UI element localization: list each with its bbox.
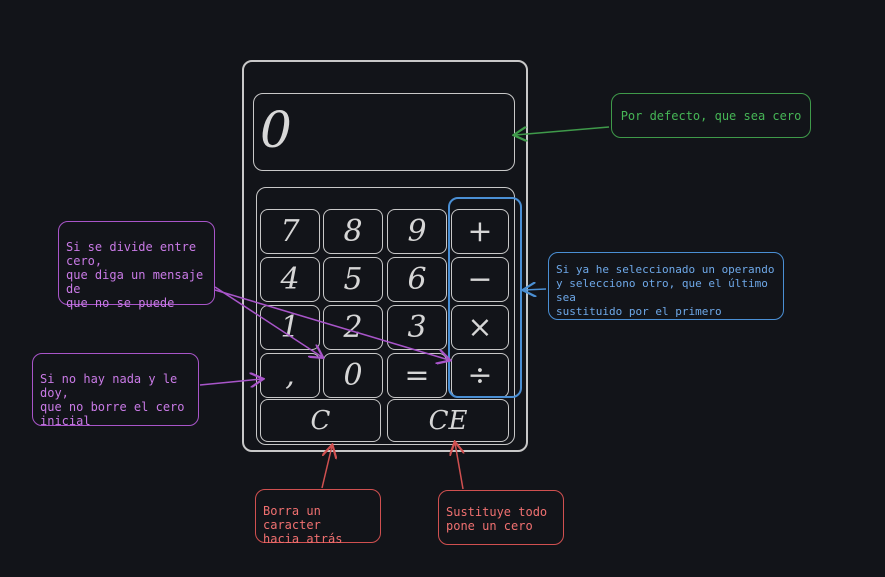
arrow-clear-all: [455, 443, 463, 490]
key-clear[interactable]: C: [260, 399, 381, 442]
key-multiply[interactable]: ×: [451, 305, 509, 350]
display-value: 0: [260, 101, 292, 159]
note-clear-all: Sustituye todo pone un cero: [438, 490, 564, 545]
arrow-backspace: [321, 446, 332, 489]
note-divide-by-zero: Si se divide entre cero, que diga un men…: [58, 221, 215, 310]
key-9[interactable]: 9: [387, 209, 447, 254]
note-display-default: Por defecto, que sea cero: [611, 93, 811, 138]
arrow-operator-replace: [524, 289, 547, 290]
key-7[interactable]: 7: [260, 209, 320, 254]
arrow-divide-to-divide: [214, 289, 449, 360]
keypad: [256, 187, 515, 445]
key-1[interactable]: 1: [260, 305, 320, 350]
key-4[interactable]: 4: [260, 257, 320, 302]
arrow-divide-to-zero: [214, 286, 322, 357]
calculator-body: [242, 60, 528, 452]
key-minus[interactable]: −: [451, 257, 509, 302]
note-comma-initial-zero: Si no hay nada y le doy, que no borre el…: [32, 353, 199, 428]
note-backspace: Borra un caracter hacia atrás: [255, 489, 381, 546]
key-equals[interactable]: =: [387, 353, 447, 398]
note-operator-replace: Si ya he seleccionado un operando y sele…: [548, 252, 784, 320]
key-8[interactable]: 8: [323, 209, 383, 254]
key-0[interactable]: 0: [323, 353, 383, 398]
key-6[interactable]: 6: [387, 257, 447, 302]
key-clear-entry[interactable]: CE: [387, 399, 509, 442]
key-5[interactable]: 5: [323, 257, 383, 302]
key-plus[interactable]: +: [451, 209, 509, 254]
arrow-comma-initial-zero: [199, 379, 262, 385]
key-3[interactable]: 3: [387, 305, 447, 350]
arrow-display-default: [515, 126, 610, 135]
key-2[interactable]: 2: [323, 305, 383, 350]
